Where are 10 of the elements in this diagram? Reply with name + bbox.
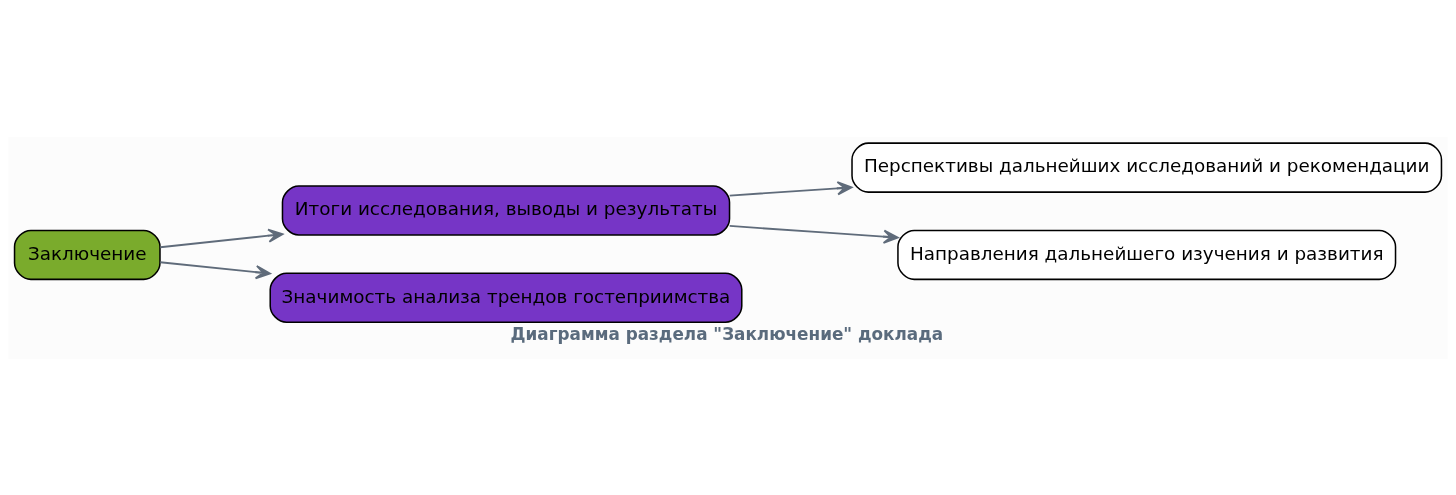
node-box: Значимость анализа трендов гостеприимства (269, 272, 743, 323)
arrow (728, 180, 853, 196)
node-box: Итоги исследования, выводы и результаты (281, 184, 731, 236)
arrow (728, 224, 899, 244)
arrow (159, 260, 271, 279)
node-box: Заключение (13, 229, 161, 280)
node-box: Перспективы дальнейших исследований и рекомендации (851, 141, 1443, 193)
arrow (159, 228, 284, 248)
caption: Диаграмма раздела "Заключение" доклада (510, 323, 944, 344)
node-box: Направления дальнейшего изучения и развития (897, 229, 1397, 280)
